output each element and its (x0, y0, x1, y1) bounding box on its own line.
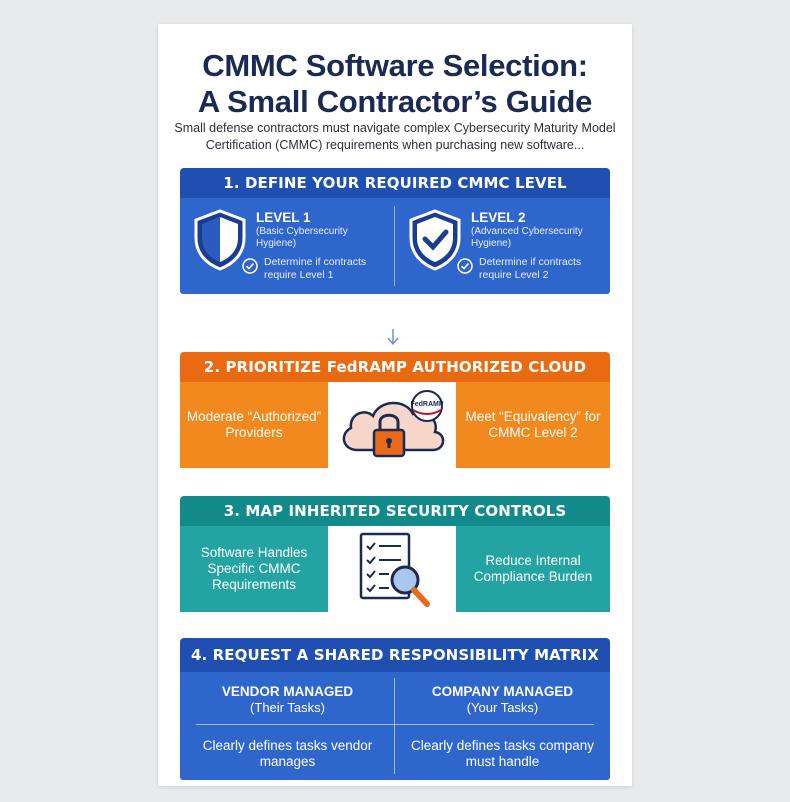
level-1-title: LEVEL 1 (256, 210, 311, 225)
page-title-line1: CMMC Software Selection: (202, 48, 588, 83)
check-circle-icon (242, 258, 258, 274)
company-managed-column: COMPANY MANAGED (Your Tasks) Clearly def… (395, 672, 610, 780)
section1-banner: 1. DEFINE YOUR REQUIRED CMMC LEVEL (180, 168, 610, 198)
section3-body: Software Handles Specific CMMC Requireme… (180, 526, 610, 612)
company-managed-desc: Clearly defines tasks company must handl… (410, 738, 595, 769)
matrix-horizontal-divider (196, 724, 594, 725)
company-managed-sub: (Your Tasks) (466, 700, 539, 715)
matrix-vertical-divider (394, 678, 395, 774)
check-circle-icon (457, 258, 473, 274)
vendor-managed-desc: Clearly defines tasks vendor manages (202, 738, 373, 769)
arrow-down-icon (387, 329, 399, 346)
shield-half-icon (194, 209, 246, 271)
section2-banner: 2. PRIORITIZE FedRAMP AUTHORIZED CLOUD S… (180, 352, 610, 406)
cloud-lock-icon: FedRAMP (342, 390, 445, 458)
company-managed-heading: COMPANY MANAGED (431, 684, 574, 699)
checklist-magnifier-icon (359, 532, 430, 607)
section3-banner: 3. MAP INHERITED SECURITY CONTROLS (180, 496, 610, 526)
shield-check-icon (409, 209, 461, 271)
section-define-level: 1. DEFINE YOUR REQUIRED CMMC LEVEL LEVEL… (180, 168, 610, 294)
level-2-title: LEVEL 2 (471, 210, 526, 225)
vendor-managed-column: VENDOR MANAGED (Their Tasks) Clearly def… (180, 672, 395, 780)
level-1-note: Determine if contracts require Level 1 (264, 256, 367, 281)
infographic-card: CMMC Software Selection: A Small Contrac… (158, 24, 632, 786)
level-2-subtitle: (Advanced Cybersecurity Hygiene) (471, 226, 583, 249)
section4-body: VENDOR MANAGED (Their Tasks) Clearly def… (180, 672, 610, 780)
level-divider (394, 206, 395, 286)
level-2-note: Determine if contracts require Level 2 (479, 256, 582, 281)
section-inherited-controls: 3. MAP INHERITED SECURITY CONTROLS Softw… (180, 496, 610, 612)
section4-banner: 4. REQUEST A SHARED RESPONSIBILITY MATRI… (180, 638, 610, 672)
reduce-burden-box: Reduce Internal Compliance Burden (456, 526, 610, 612)
vendor-managed-heading: VENDOR MANAGED (221, 684, 354, 699)
fedramp-badge: FedRAMP (410, 401, 443, 408)
software-handles-box: Software Handles Specific CMMC Requireme… (180, 526, 328, 612)
equivalency-box: Meet “Equivalency” for CMMC Level 2 (456, 382, 610, 468)
vendor-managed-sub: (Their Tasks) (250, 700, 325, 715)
section-responsibility-matrix: 4. REQUEST A SHARED RESPONSIBILITY MATRI… (180, 638, 610, 780)
section2-body: Moderate “Authorized” Providers FedRAMP … (180, 382, 610, 468)
page-subtitle: Small defense contractors must navigate … (174, 121, 616, 152)
level-1-panel: LEVEL 1 (Basic Cybersecurity Hygiene) De… (180, 198, 395, 294)
page-title-line2: A Small Contractor’s Guide (197, 84, 593, 119)
section1-body: LEVEL 1 (Basic Cybersecurity Hygiene) De… (180, 198, 610, 294)
section-fedramp: 2. PRIORITIZE FedRAMP AUTHORIZED CLOUD S… (180, 352, 610, 468)
moderate-authorized-box: Moderate “Authorized” Providers (180, 382, 328, 468)
level-1-subtitle: (Basic Cybersecurity Hygiene) (256, 226, 348, 249)
level-2-panel: LEVEL 2 (Advanced Cybersecurity Hygiene)… (395, 198, 610, 294)
